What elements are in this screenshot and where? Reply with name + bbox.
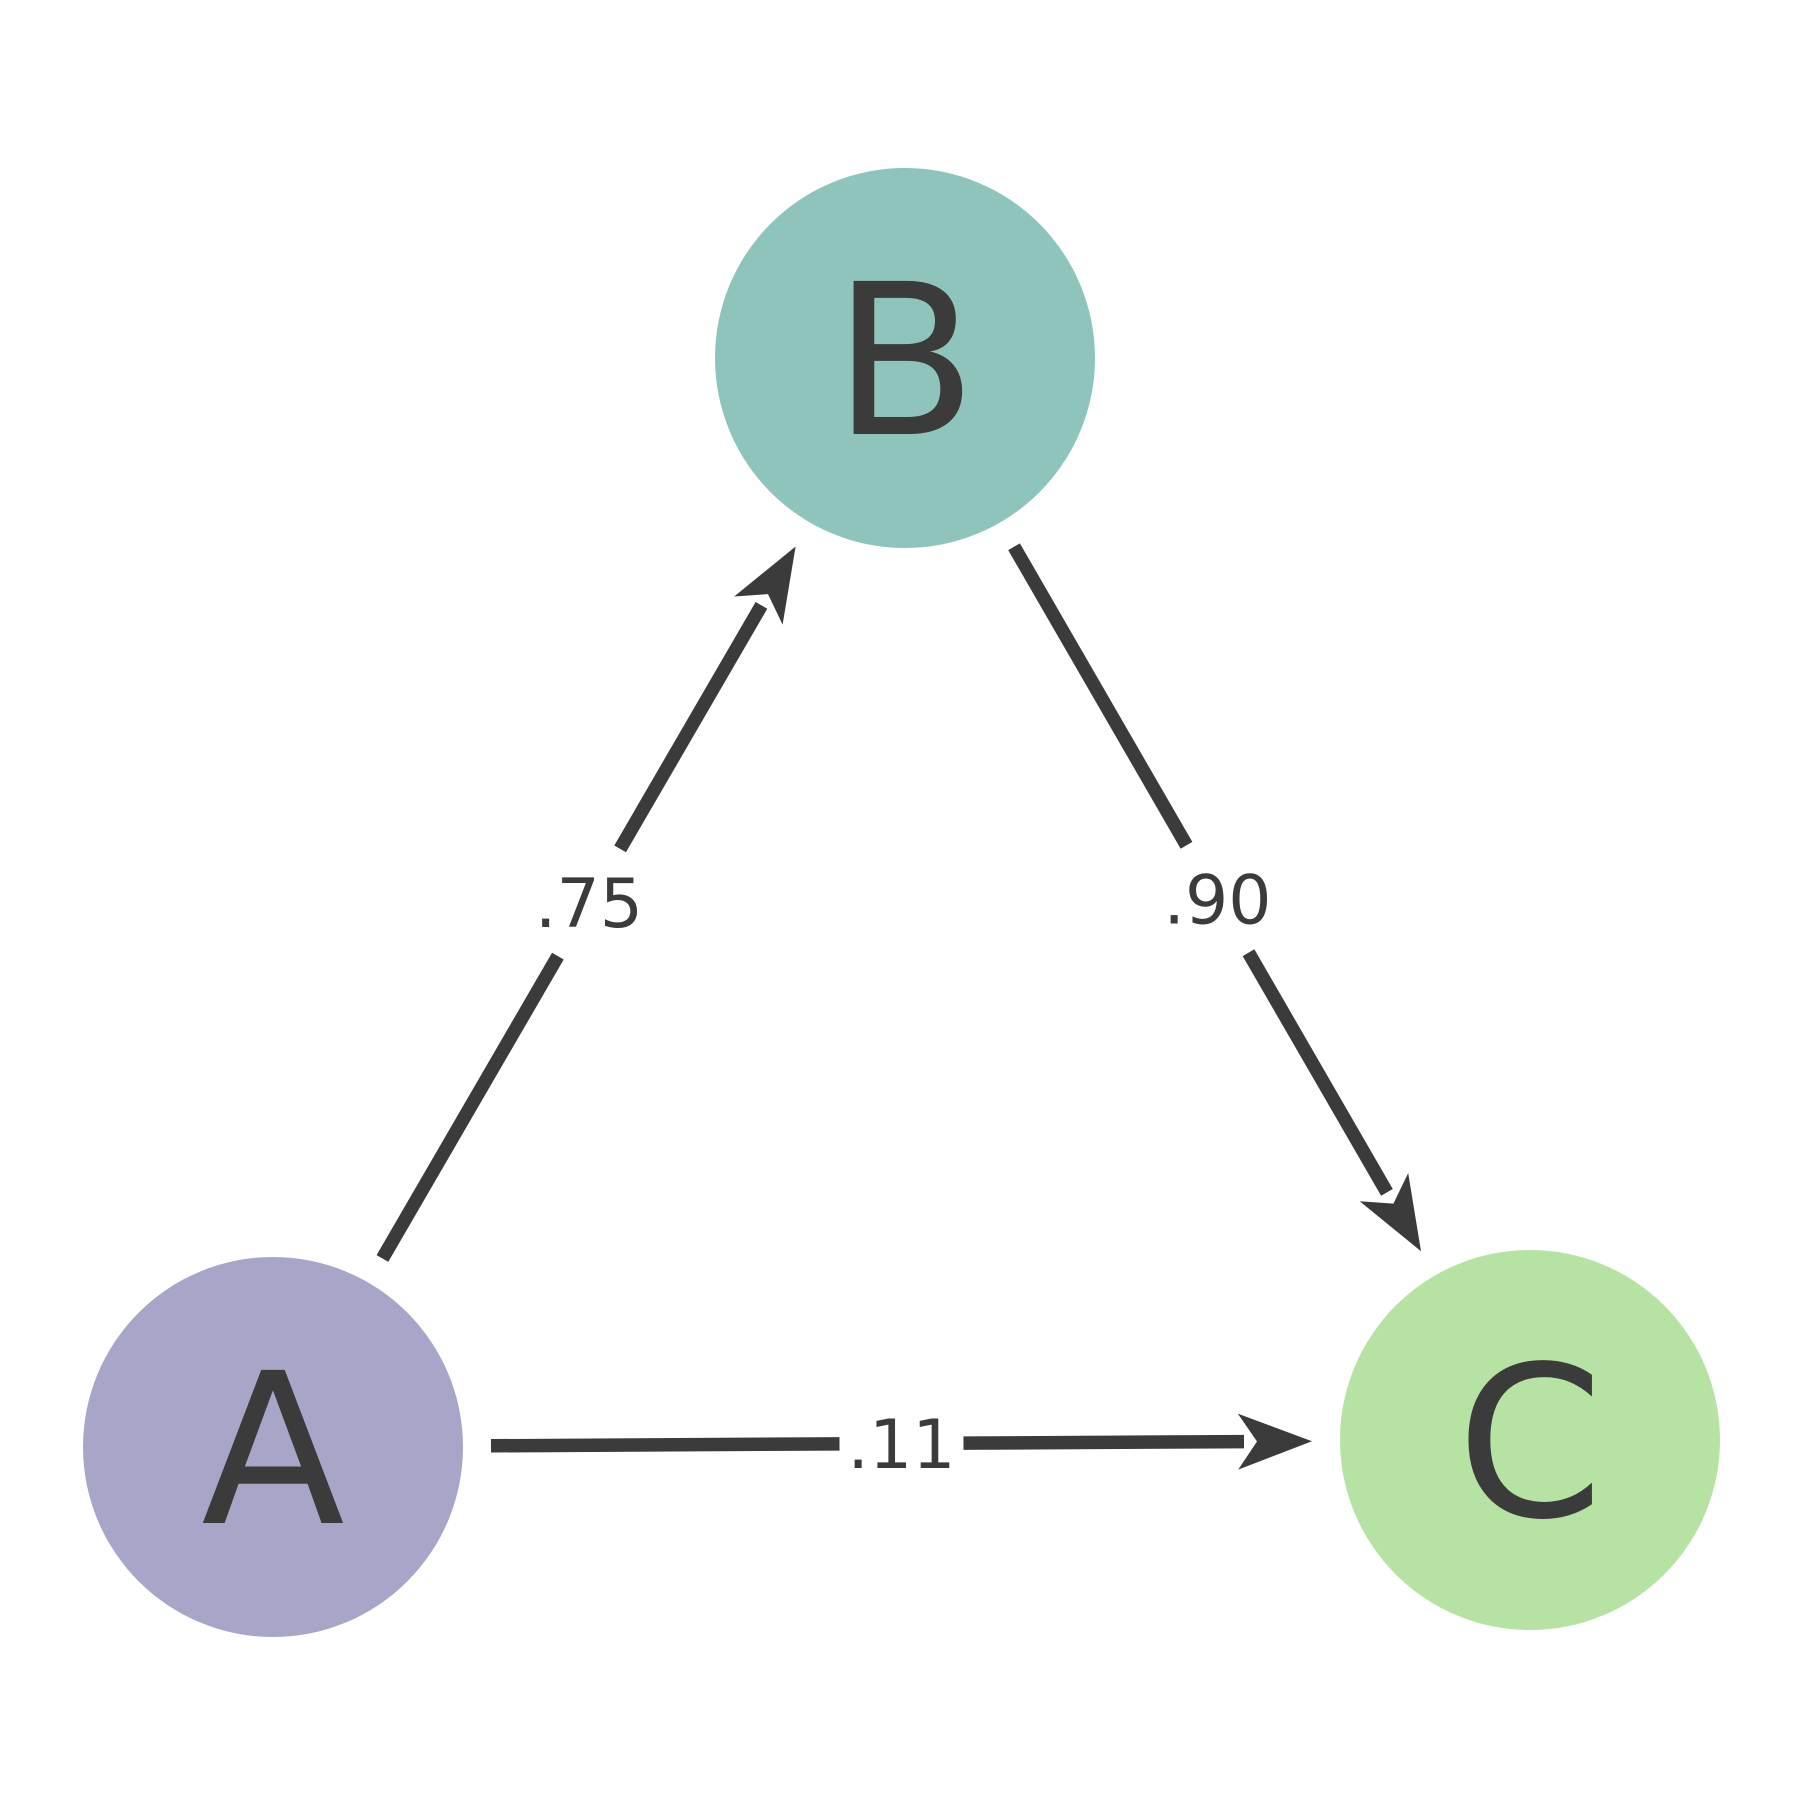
node-label-A: A xyxy=(201,1328,345,1573)
edge-A-C: .11 xyxy=(490,1406,1312,1485)
node-label-C: C xyxy=(1457,1321,1604,1566)
arrowhead-A-C xyxy=(1237,1413,1312,1470)
edge-line-A-B-end xyxy=(614,601,768,853)
node-circle-C xyxy=(1340,1250,1720,1630)
edge-line-B-C-start xyxy=(1008,543,1193,849)
node-circle-A xyxy=(83,1257,463,1637)
edge-line-B-C-end xyxy=(1242,949,1393,1196)
edge-B-C: .90 xyxy=(1008,543,1421,1252)
edge-label-B-C: .90 xyxy=(1163,861,1271,940)
edge-label-A-C: .11 xyxy=(847,1406,955,1485)
edge-line-A-C-start xyxy=(490,1437,840,1453)
node-B: B xyxy=(715,168,1095,548)
arrowhead-B-C xyxy=(1359,1173,1421,1252)
node-label-B: B xyxy=(833,239,977,484)
node-C: C xyxy=(1340,1250,1720,1630)
node-A: A xyxy=(83,1257,463,1637)
edge-A-B: .75 xyxy=(376,546,796,1262)
edge-label-A-B: .75 xyxy=(535,865,643,944)
edge-line-A-C-end xyxy=(963,1434,1245,1450)
edge-line-A-B-start xyxy=(376,952,564,1262)
node-circle-B xyxy=(715,168,1095,548)
edges-layer: .75 .90 .11 xyxy=(376,543,1421,1485)
arrowhead-A-B xyxy=(734,546,796,625)
nodes-layer: A B C xyxy=(83,168,1720,1637)
